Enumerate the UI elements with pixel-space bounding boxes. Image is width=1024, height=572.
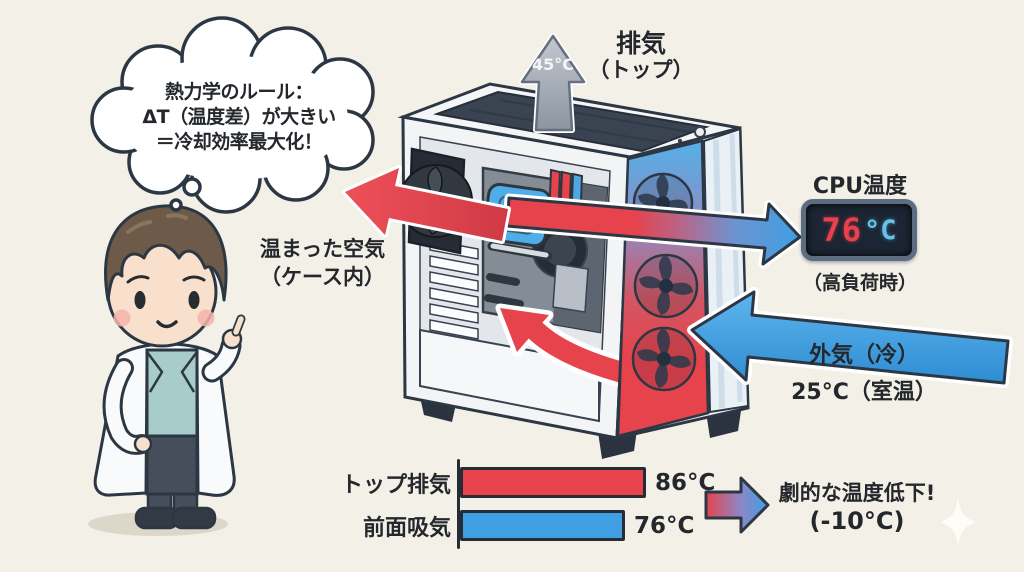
chart-row-front-intake: 前面吸気 76°C [337,504,727,547]
front-fan-icon [631,172,699,392]
rear-exhaust-arrow-icon [342,165,511,244]
outside-air-line-2: 25°C（室温） [791,380,937,405]
result-line-1: 劇的な温度低下! [778,481,936,505]
chart-row-top-exhaust: トップ排気 86°C [337,461,727,504]
top-exhaust-title: 排気 [615,29,666,58]
temp-comparison-chart: トップ排気 86°C 前面吸気 76°C [337,459,727,549]
bubble-line-3: ＝冷却効率最大化！ [155,131,323,153]
power-button-icon [694,126,706,138]
sparkle-icon [940,498,976,546]
chart-bar-top-exhaust [460,467,646,498]
outside-air-line-1: 外気（冷） [808,343,919,368]
cpu-temp-title: CPU温度 [812,174,908,199]
cpu-temp-unit: °C [864,214,897,246]
cpu-temp-note: （高負荷時） [802,272,917,294]
top-exhaust-label: 排気 （トップ） [571,30,711,84]
chart-axis [457,459,460,549]
cpu-temp-value: 76 [821,211,862,249]
chart-category-label: トップ排気 [340,472,451,498]
result-line-2: (-10°C) [809,507,905,535]
top-exhaust-arrow-icon [519,33,587,133]
top-arrow-temp: 45°C [531,55,574,74]
chart-value-label: 86°C [655,469,716,496]
chart-category-label: 前面吸気 [362,515,451,541]
airflow-band-icon [502,193,805,269]
result-label: 劇的な温度低下! (-10°C) [762,479,952,535]
bubble-line-1: 熱力学のルール： [164,81,314,103]
intake-arrow-icon [687,287,1013,388]
thought-bubble [90,16,375,214]
outside-air-label: 外気（冷） 25°C（室温） [780,337,948,411]
chart-value-label: 76°C [634,512,695,539]
temperature-drop-arrow-icon [704,476,770,534]
warm-air-line-2: （ケース内） [260,265,385,289]
cpu-temp-display: 76 °C [801,199,917,261]
bubble-line-2: ΔT（温度差）が大きい [142,106,336,128]
internal-circulation-arrow-icon [495,303,644,390]
thought-bubble-text: 熱力学のルール： ΔT（温度差）が大きい ＝冷却効率最大化！ [110,80,368,155]
chart-bar-front-intake [460,510,625,541]
scientist-character [88,204,246,536]
warm-air-label: 温まった空気 （ケース内） [240,235,405,291]
pc-case-illustration [397,82,750,459]
warm-air-line-1: 温まった空気 [259,237,386,261]
top-exhaust-subtitle: （トップ） [588,58,694,82]
